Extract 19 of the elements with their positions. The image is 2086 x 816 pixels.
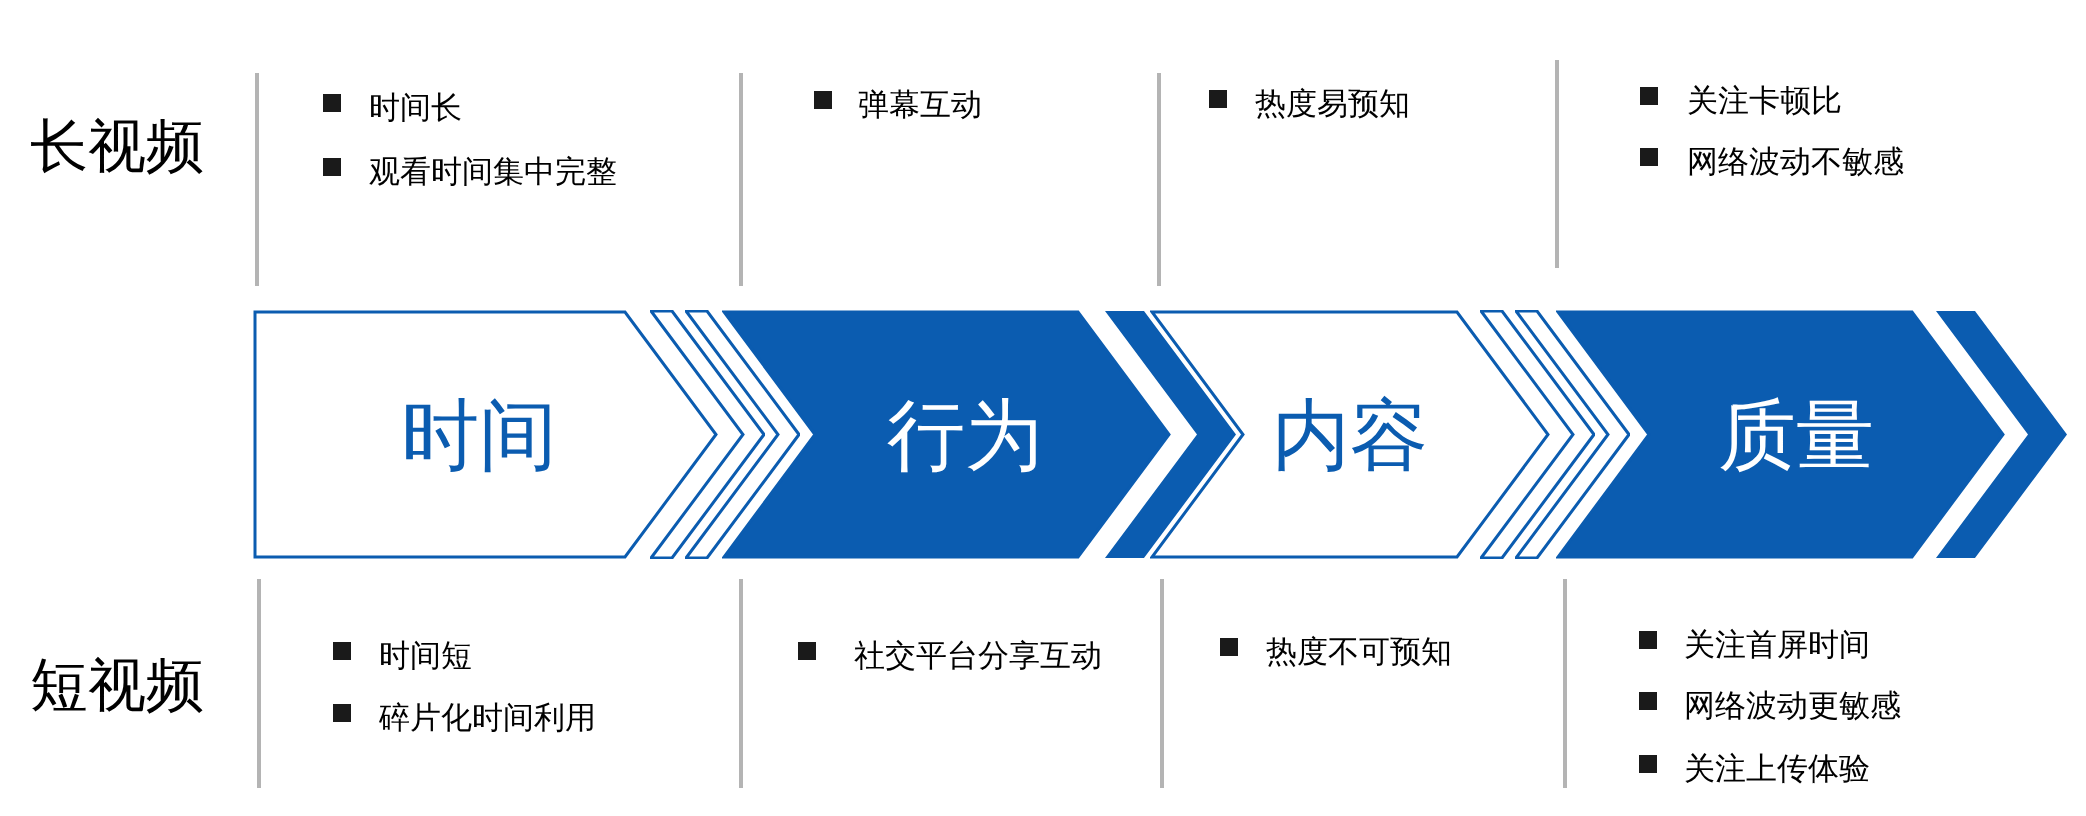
step-title: 行为	[887, 395, 1043, 474]
bullet-text: 关注卡顿比	[1687, 84, 1842, 116]
bullet-text: 时间长	[369, 91, 462, 123]
bullet-text: 关注上传体验	[1684, 752, 1870, 784]
bullet-text: 热度不可预知	[1266, 635, 1452, 667]
bullet-text: 网络波动更敏感	[1684, 689, 1901, 721]
bullet-text: 时间短	[379, 639, 472, 671]
bullet-text: 关注首屏时间	[1684, 628, 1870, 660]
row-heading: 长视频	[30, 117, 204, 175]
bullet-text: 网络波动不敏感	[1687, 145, 1904, 177]
row-heading: 短视频	[30, 656, 204, 714]
step-title: 内容	[1272, 395, 1428, 474]
bullet-text: 观看时间集中完整	[369, 155, 617, 187]
bullet-text: 热度易预知	[1255, 87, 1410, 119]
bullet-text: 碎片化时间利用	[379, 701, 596, 733]
step-title: 时间	[401, 395, 557, 474]
bullet-text: 弹幕互动	[858, 88, 982, 120]
bullet-text: 社交平台分享互动	[854, 639, 1102, 671]
step-title: 质量	[1718, 395, 1874, 474]
